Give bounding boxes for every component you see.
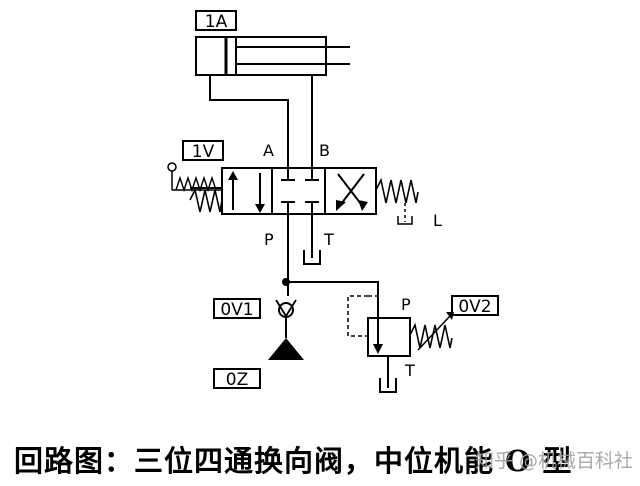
label-0V1: 0V1 [220,300,253,320]
valve-manual-actuator [167,162,222,193]
valve-right-spring [375,177,419,204]
label-box-1V: 1V [182,140,224,162]
label-box-0V2: 0V2 [451,295,499,317]
port-P-label: P [264,230,274,249]
port-A-label: A [263,141,274,160]
port-B-label: B [319,141,330,160]
label-box-1A: 1A [195,10,237,32]
valve-1V [221,167,377,215]
label-0V2: 0V2 [458,297,491,317]
diagram-caption: 回路图：三位四通换向阀，中位机能 O 型 [14,444,573,478]
tank-T-symbol [303,214,321,265]
relief-P-label: P [401,295,411,314]
line-cylinder-to-A [209,75,289,168]
check-valve-0V1 [275,299,297,338]
label-box-0Z: 0Z [213,368,261,390]
label-1V: 1V [192,142,215,162]
watermark: 知乎 @机械百科社 [475,450,634,472]
label-1A: 1A [205,12,228,32]
drain-L-symbol [397,203,413,225]
relief-T-label: T [404,361,415,380]
pressure-line [282,214,379,318]
port-T-label: T [323,230,334,249]
cylinder-1A [195,36,350,76]
relief-valve-0V2 [347,295,454,393]
label-box-0V1: 0V1 [213,298,261,320]
pump-0Z [268,338,304,360]
port-L-label: L [433,211,442,230]
valve-left-spring [189,187,223,213]
label-0Z: 0Z [226,370,248,390]
